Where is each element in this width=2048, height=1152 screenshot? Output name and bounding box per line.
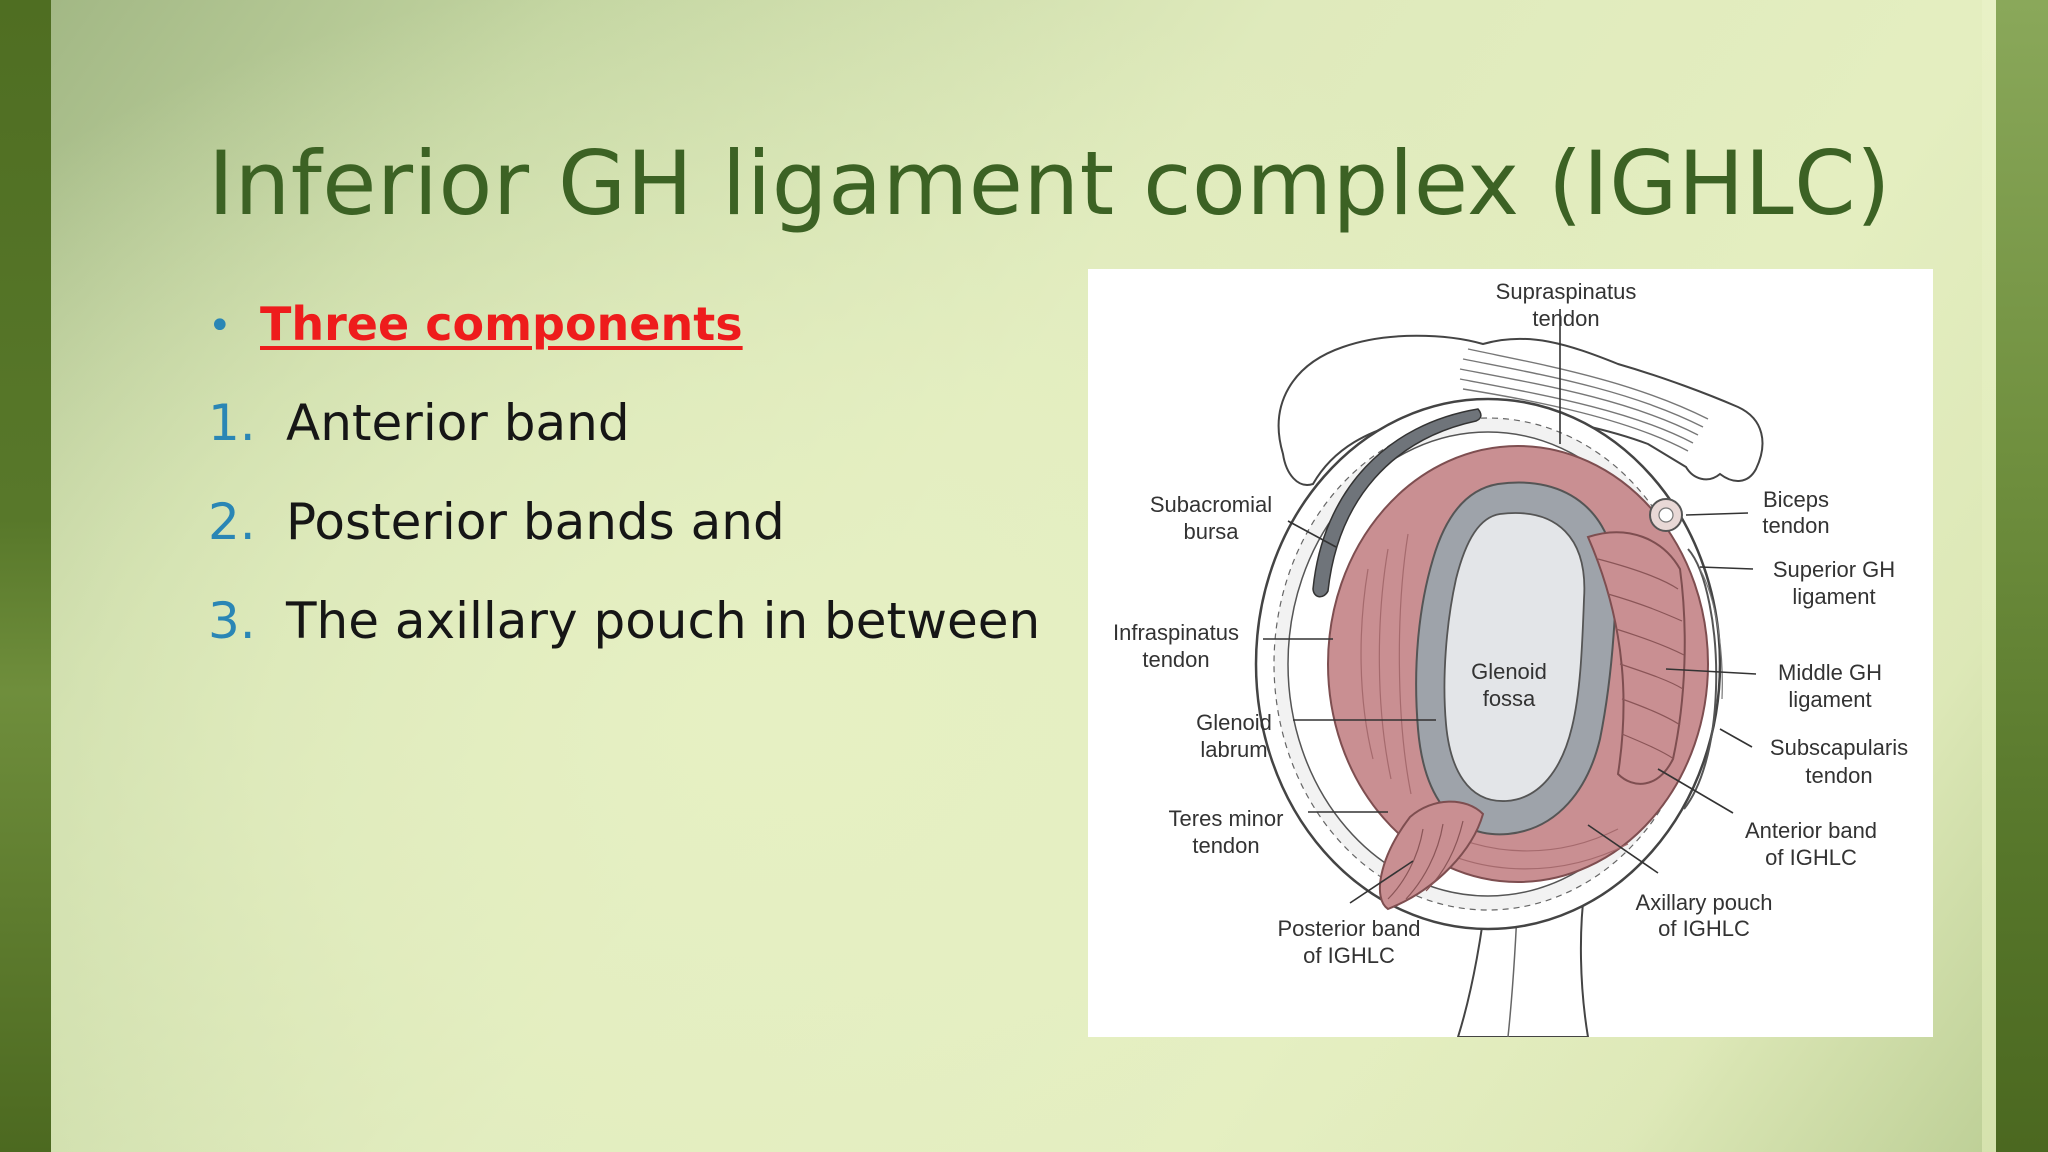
subacromial-bursa-shape bbox=[1312, 408, 1482, 598]
subscapularis-tendon-outline bbox=[1683, 548, 1718, 810]
right-accent-highlight bbox=[1982, 0, 1996, 1152]
tendon-fiber bbox=[1462, 358, 1704, 428]
label-subscapularis-tendon: Subscapularis bbox=[1770, 735, 1908, 760]
list-number: 2. bbox=[208, 493, 256, 551]
list-text: Anterior band bbox=[286, 394, 630, 452]
ligament-band-line bbox=[1621, 733, 1675, 760]
label-superior-gh-ligament: Superior GH bbox=[1773, 557, 1895, 582]
tendon-fiber bbox=[1459, 368, 1699, 436]
ligament-fiber bbox=[1398, 533, 1412, 795]
label-middle-gh-ligament: Middle GH bbox=[1778, 660, 1882, 685]
label-glenoid-labrum: labrum bbox=[1200, 737, 1267, 762]
ligament-band-line bbox=[1597, 558, 1679, 590]
glenoid-fossa-shape bbox=[1443, 512, 1586, 802]
leader-line bbox=[1685, 512, 1749, 516]
slide-content: • Three components 1. Anterior band 2. P… bbox=[208, 292, 1048, 688]
biceps-tendon-core bbox=[1658, 507, 1674, 523]
label-axillary-pouch: Axillary pouch bbox=[1636, 890, 1773, 915]
ligament-band-line bbox=[1607, 593, 1683, 622]
anatomy-illustration: Supraspinatus tendon Subacromial bursa B… bbox=[1113, 279, 1908, 1037]
leader-line bbox=[1587, 824, 1659, 874]
list-item: 1. Anterior band bbox=[208, 391, 1048, 490]
subscapularis-tendon-fiber bbox=[1699, 568, 1723, 700]
label-subacromial-bursa: bursa bbox=[1183, 519, 1239, 544]
leader-line bbox=[1657, 768, 1734, 814]
label-biceps-tendon: Biceps bbox=[1763, 487, 1829, 512]
label-infraspinatus-tendon: tendon bbox=[1142, 647, 1209, 672]
label-axillary-pouch: of IGHLC bbox=[1658, 916, 1750, 941]
list-number: 1. bbox=[208, 394, 256, 452]
bullet-text-three-components: Three components bbox=[260, 297, 743, 351]
label-supraspinatus: tendon bbox=[1532, 306, 1599, 331]
label-subacromial-bursa: Subacromial bbox=[1150, 492, 1272, 517]
bullet-item: • Three components bbox=[208, 292, 1048, 391]
right-accent-bar bbox=[1996, 0, 2048, 1152]
ligament-band-line bbox=[1621, 698, 1681, 726]
tendon-fiber bbox=[1459, 378, 1694, 444]
list-text: The axillary pouch in between bbox=[286, 592, 1041, 650]
ligament-fiber bbox=[1360, 568, 1374, 760]
list-number: 3. bbox=[208, 592, 256, 650]
label-anterior-band: of IGHLC bbox=[1765, 845, 1857, 870]
list-text: Posterior bands and bbox=[286, 493, 785, 551]
ligament-band-line bbox=[1619, 663, 1684, 690]
tendon-fiber bbox=[1467, 348, 1709, 420]
label-biceps-tendon: tendon bbox=[1762, 513, 1829, 538]
left-accent-bar bbox=[0, 0, 51, 1152]
list-item: 3. The axillary pouch in between bbox=[208, 589, 1048, 688]
label-superior-gh-ligament: ligament bbox=[1792, 584, 1875, 609]
label-infraspinatus-tendon: Infraspinatus bbox=[1113, 620, 1239, 645]
slide-title: Inferior GH ligament complex (IGHLC) bbox=[208, 132, 1891, 235]
label-glenoid-fossa: fossa bbox=[1483, 686, 1536, 711]
label-subscapularis-tendon: tendon bbox=[1805, 763, 1872, 788]
label-glenoid-fossa: Glenoid bbox=[1471, 659, 1547, 684]
leader-line bbox=[1719, 728, 1753, 748]
leader-line bbox=[1699, 566, 1754, 570]
label-posterior-band: of IGHLC bbox=[1303, 943, 1395, 968]
label-teres-minor-tendon: Teres minor bbox=[1169, 806, 1284, 831]
ligament-band-line bbox=[1387, 828, 1424, 900]
posterior-band-shape bbox=[1378, 800, 1485, 911]
label-glenoid-labrum: Glenoid bbox=[1196, 710, 1272, 735]
label-teres-minor-tendon: tendon bbox=[1192, 833, 1259, 858]
list-item: 2. Posterior bands and bbox=[208, 490, 1048, 589]
label-anterior-band: Anterior band bbox=[1745, 818, 1877, 843]
leader-line bbox=[1287, 520, 1337, 548]
label-middle-gh-ligament: ligament bbox=[1788, 687, 1871, 712]
shoulder-anatomy-figure: Supraspinatus tendon Subacromial bursa B… bbox=[1088, 269, 1933, 1037]
label-supraspinatus: Supraspinatus bbox=[1496, 279, 1637, 304]
label-posterior-band: Posterior band bbox=[1277, 916, 1420, 941]
ligament-band-line bbox=[1405, 823, 1444, 900]
leader-line bbox=[1665, 668, 1757, 675]
leader-line bbox=[1349, 860, 1414, 904]
ligament-band-line bbox=[1425, 820, 1464, 892]
ligament-fiber bbox=[1378, 548, 1392, 780]
tendon-fiber bbox=[1462, 388, 1689, 452]
bullet-marker: • bbox=[208, 303, 232, 349]
ligament-band-line bbox=[1615, 628, 1685, 656]
